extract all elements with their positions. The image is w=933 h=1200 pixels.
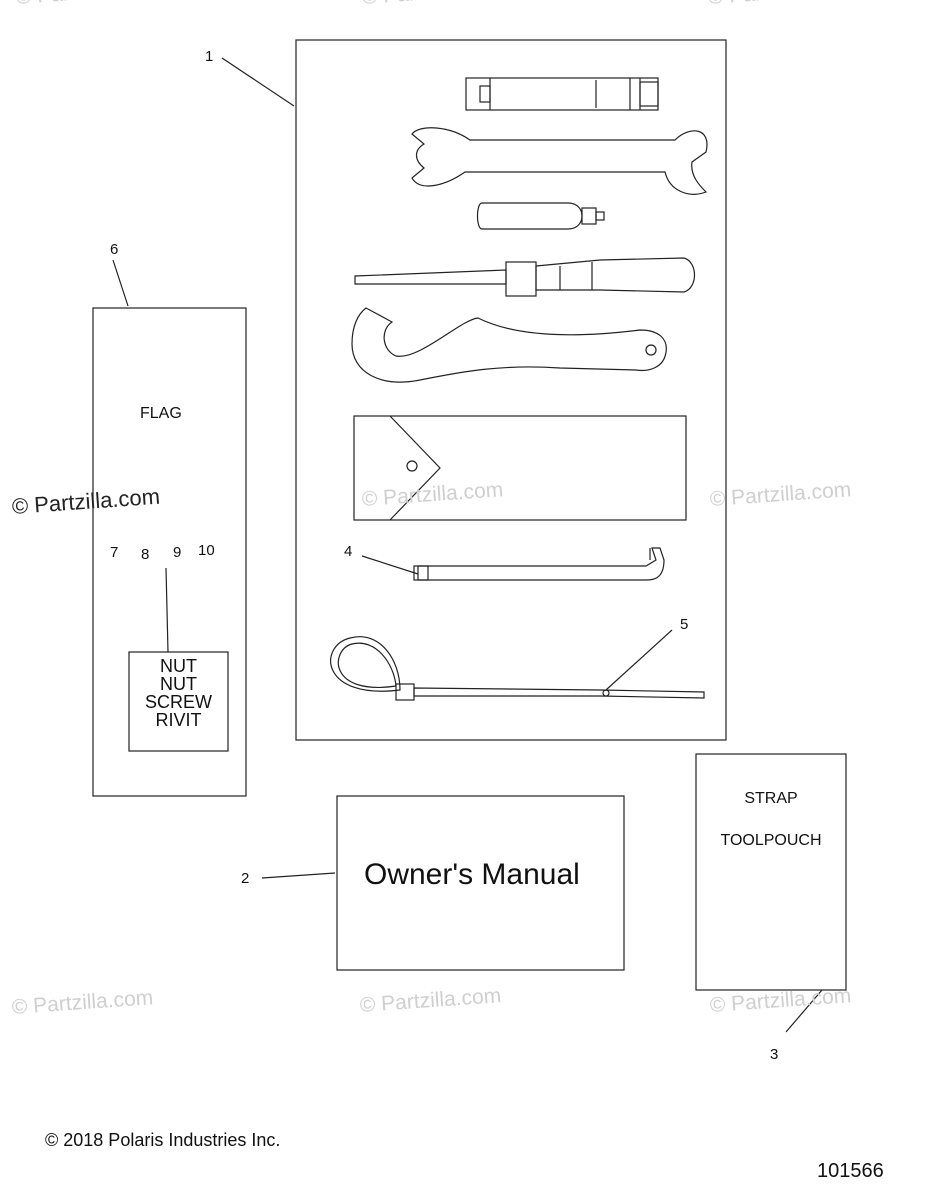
callout-2: 2 (241, 870, 250, 887)
hardware-line-1: NUT (160, 656, 197, 676)
screwdriver-handle (476, 202, 605, 230)
strap-label: STRAP (744, 790, 798, 807)
hex-key (413, 547, 665, 581)
hardware-bag-label: NUT NUT SCREW RIVIT (129, 657, 228, 729)
copyright-text: © 2018 Polaris Industries Inc. (45, 1130, 281, 1150)
hardware-line-3: SCREW (145, 692, 212, 712)
diagram-number: 101566 (817, 1160, 884, 1182)
callout-10: 10 (198, 542, 215, 559)
leader-line-3 (785, 989, 823, 1033)
flag-box (92, 307, 247, 797)
tool-kit-box (295, 39, 727, 741)
callout-9: 9 (173, 544, 182, 561)
cable-strap (330, 636, 705, 701)
owners-manual-box (336, 795, 625, 971)
callout-8: 8 (141, 546, 150, 563)
leader-line-5 (605, 629, 673, 691)
strap-box (695, 753, 847, 991)
spanner-wrench (351, 307, 667, 383)
socket-tool (465, 77, 659, 111)
tool-pouch (353, 415, 687, 521)
callout-4: 4 (344, 543, 353, 560)
leader-line-1 (221, 57, 295, 107)
toolpouch-label: TOOLPOUCH (720, 832, 822, 849)
open-end-wrench (411, 127, 708, 195)
flag-label: FLAG (140, 405, 182, 422)
leader-line-2 (261, 872, 336, 879)
hardware-line-2: NUT (160, 674, 197, 694)
leader-line-6 (112, 259, 129, 307)
screwdriver (354, 257, 696, 297)
owners-manual-label: Owner's Manual (364, 858, 580, 891)
hardware-bag-box (128, 651, 229, 752)
leader-line-4 (361, 555, 419, 575)
leader-line-7-10 (165, 567, 169, 653)
callout-7: 7 (110, 544, 119, 561)
callout-3: 3 (770, 1046, 779, 1063)
callout-5: 5 (680, 616, 689, 633)
callout-6: 6 (110, 241, 119, 258)
callout-1: 1 (205, 48, 214, 65)
hardware-line-4: RIVIT (155, 710, 202, 730)
